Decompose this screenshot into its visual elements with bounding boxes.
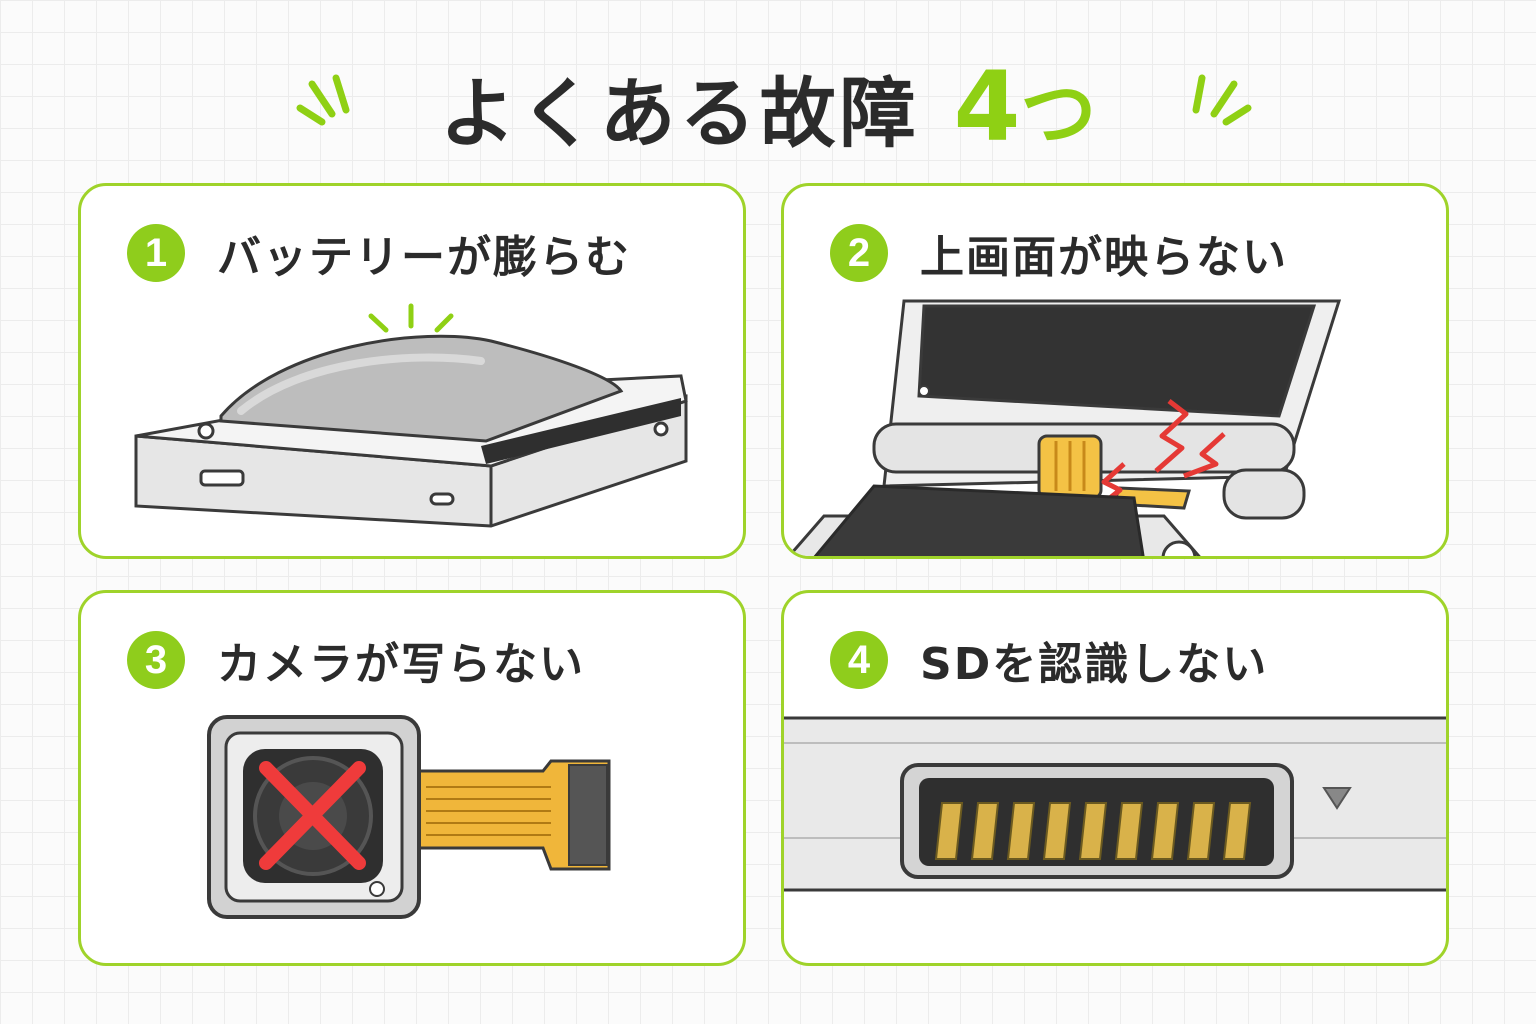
card-2-header: 2 上画面が映らない [830, 224, 1288, 283]
sd-slot-illustration [784, 716, 1446, 892]
card-4-header: 4 SDを認識しない [830, 631, 1269, 690]
sd-pin [1186, 802, 1216, 860]
sd-pin [1042, 802, 1072, 860]
sd-pin [970, 802, 1000, 860]
sd-pin [934, 802, 964, 860]
card-3-header: 3 カメラが写らない [127, 631, 585, 690]
swollen-battery-illustration [134, 303, 688, 528]
sd-pin [1006, 802, 1036, 860]
card-4-number: 4 [830, 631, 888, 689]
card-camera: 3 カメラが写らない [78, 590, 746, 966]
sd-pin [1114, 802, 1144, 860]
burst-left-icon [296, 74, 350, 126]
sd-contact-pins [934, 802, 1252, 860]
camera-module-illustration [207, 715, 611, 919]
sd-pin [1222, 802, 1252, 860]
sd-pin [1078, 802, 1108, 860]
card-1-header: 1 バッテリーが膨らむ [127, 224, 631, 283]
title-count-number: 4 [953, 51, 1021, 163]
card-top-screen: 2 上画面が映らない [781, 183, 1449, 559]
title-count: 4つ [954, 51, 1097, 163]
card-4-label: SDを認識しない [920, 639, 1269, 690]
card-3-number: 3 [127, 631, 185, 689]
card-1-label: バッテリーが膨らむ [217, 232, 631, 283]
burst-right-icon [1192, 74, 1252, 126]
card-3-label: カメラが写らない [217, 639, 585, 690]
card-2-label: 上画面が映らない [920, 232, 1288, 283]
card-1-number: 1 [127, 224, 185, 282]
card-sd-slot: 4 SDを認識しない [781, 590, 1449, 966]
card-swollen-battery: 1 バッテリーが膨らむ [78, 183, 746, 559]
hinge-illustration [787, 299, 1342, 556]
card-2-number: 2 [830, 224, 888, 282]
title-count-suffix: つ [1020, 69, 1097, 158]
sd-pin [1150, 802, 1180, 860]
title-main: よくある故障 [439, 69, 920, 158]
page-title: よくある故障 4つ [0, 51, 1536, 163]
